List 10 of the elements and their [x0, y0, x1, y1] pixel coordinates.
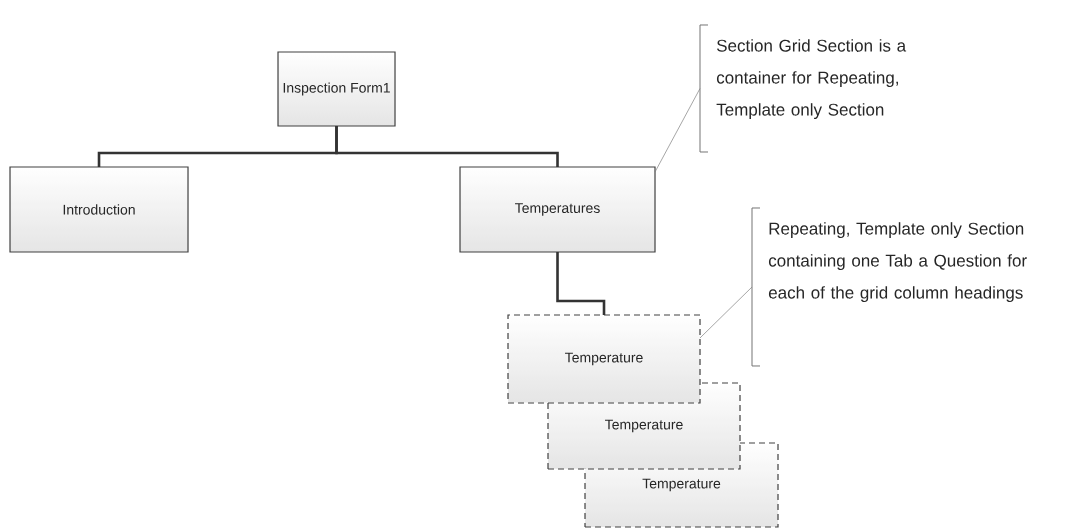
connector-line [335, 126, 559, 167]
annotation-note: Section Grid Section is a container for Repeating, Template only Section [699, 24, 907, 153]
connector-line [556, 252, 606, 315]
process-box: Temperatures [459, 166, 656, 253]
process-box: Inspection Form1 [277, 51, 396, 127]
leader-line [654, 88, 701, 173]
annotation-note: Repeating, Template only Section containing one Tab a Question for each of the grid column headings [751, 207, 1027, 367]
process-box: Introduction [9, 166, 189, 253]
leader-line [699, 286, 753, 339]
dashed-box: Temperature [507, 314, 701, 404]
